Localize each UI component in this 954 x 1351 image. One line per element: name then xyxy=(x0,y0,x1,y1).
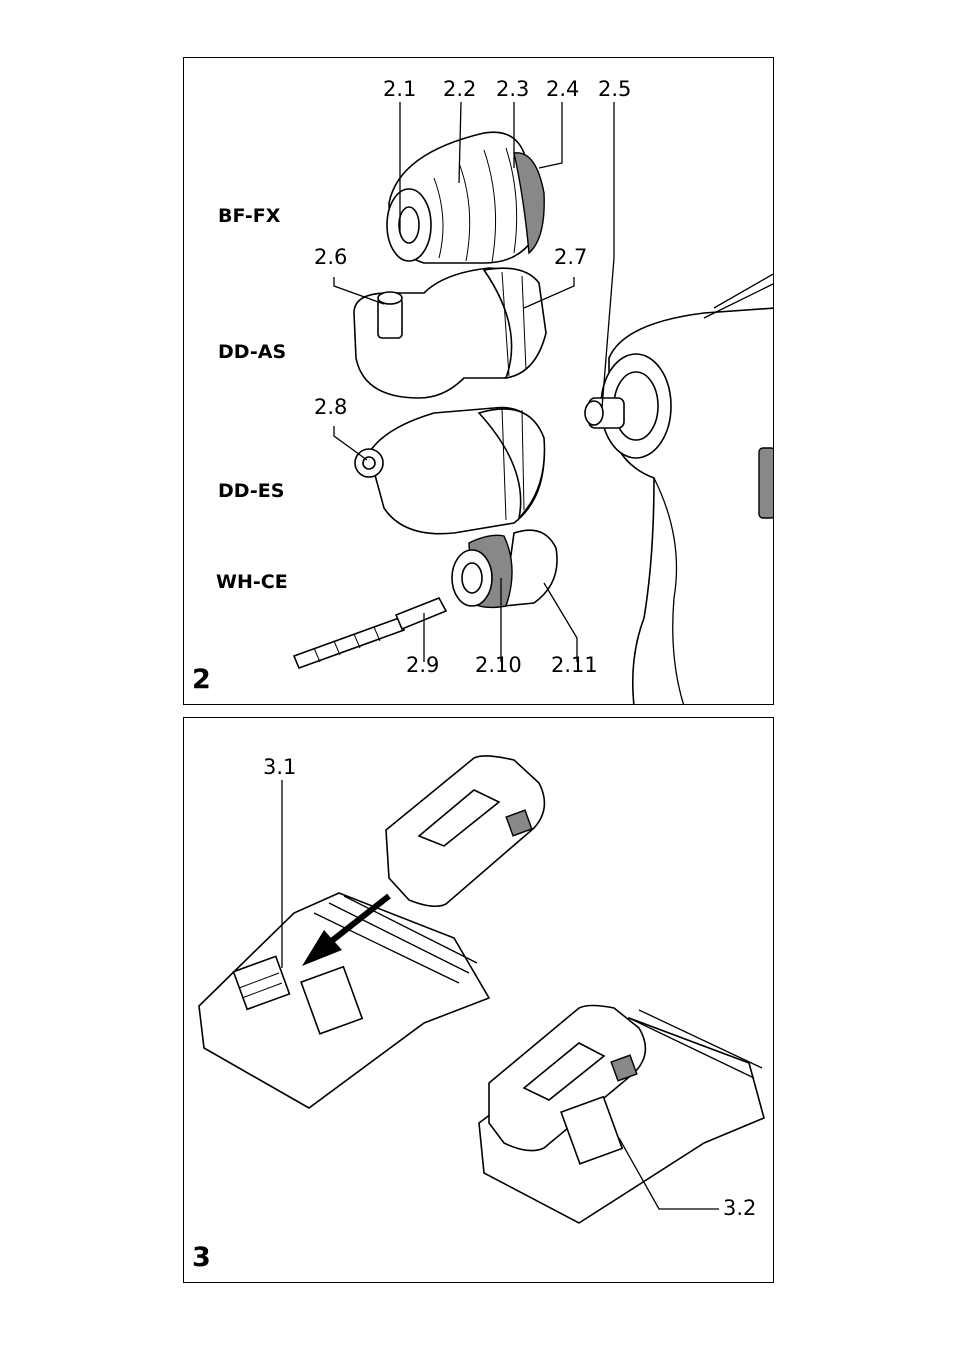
callout-2-8: 2.8 xyxy=(314,395,348,419)
straight-attachment-drawing xyxy=(354,406,546,535)
callout-2-4: 2.4 xyxy=(546,77,580,101)
angle-attachment-drawing xyxy=(353,267,547,399)
callout-2-1: 2.1 xyxy=(383,77,417,101)
drill-body-drawing xyxy=(584,273,773,704)
callout-2-7: 2.7 xyxy=(554,245,588,269)
callout-2-11: 2.11 xyxy=(551,653,598,677)
callout-3-1: 3.1 xyxy=(263,755,297,779)
figure-number-2: 2 xyxy=(192,664,211,695)
callout-3-2: 3.2 xyxy=(723,1196,757,1220)
charger-drawing xyxy=(198,892,491,1109)
model-label-dd-as: DD-AS xyxy=(218,341,287,363)
callout-2-6: 2.6 xyxy=(314,245,348,269)
drill-bit-drawing xyxy=(292,596,448,670)
model-label-dd-es: DD-ES xyxy=(218,480,285,502)
figure-3-illustration xyxy=(198,755,765,1224)
figure-2-panel: 2.1 2.2 2.3 2.4 2.5 2.6 2.7 2.8 2.9 2.10… xyxy=(183,57,774,705)
model-label-bf-fx: BF-FX xyxy=(218,205,281,227)
quick-change-chuck-drawing xyxy=(451,529,558,609)
charger-with-battery-drawing xyxy=(478,1004,765,1224)
callout-2-2: 2.2 xyxy=(443,77,477,101)
battery-pack-drawing xyxy=(385,755,546,908)
callout-2-10: 2.10 xyxy=(475,653,522,677)
callout-2-5: 2.5 xyxy=(598,77,632,101)
leader-lines-fig3 xyxy=(281,780,719,1210)
figure-2-illustration xyxy=(292,101,773,704)
insert-arrow-drawing xyxy=(302,893,391,966)
keyless-chuck-drawing xyxy=(386,131,545,264)
figure-3-panel: 3.1 3.2 3 xyxy=(183,717,774,1283)
callout-2-3: 2.3 xyxy=(496,77,530,101)
model-label-wh-ce: WH-CE xyxy=(216,571,288,593)
figure-number-3: 3 xyxy=(192,1242,211,1273)
callout-2-9: 2.9 xyxy=(406,653,440,677)
leader-lines-fig2 xyxy=(333,101,615,662)
